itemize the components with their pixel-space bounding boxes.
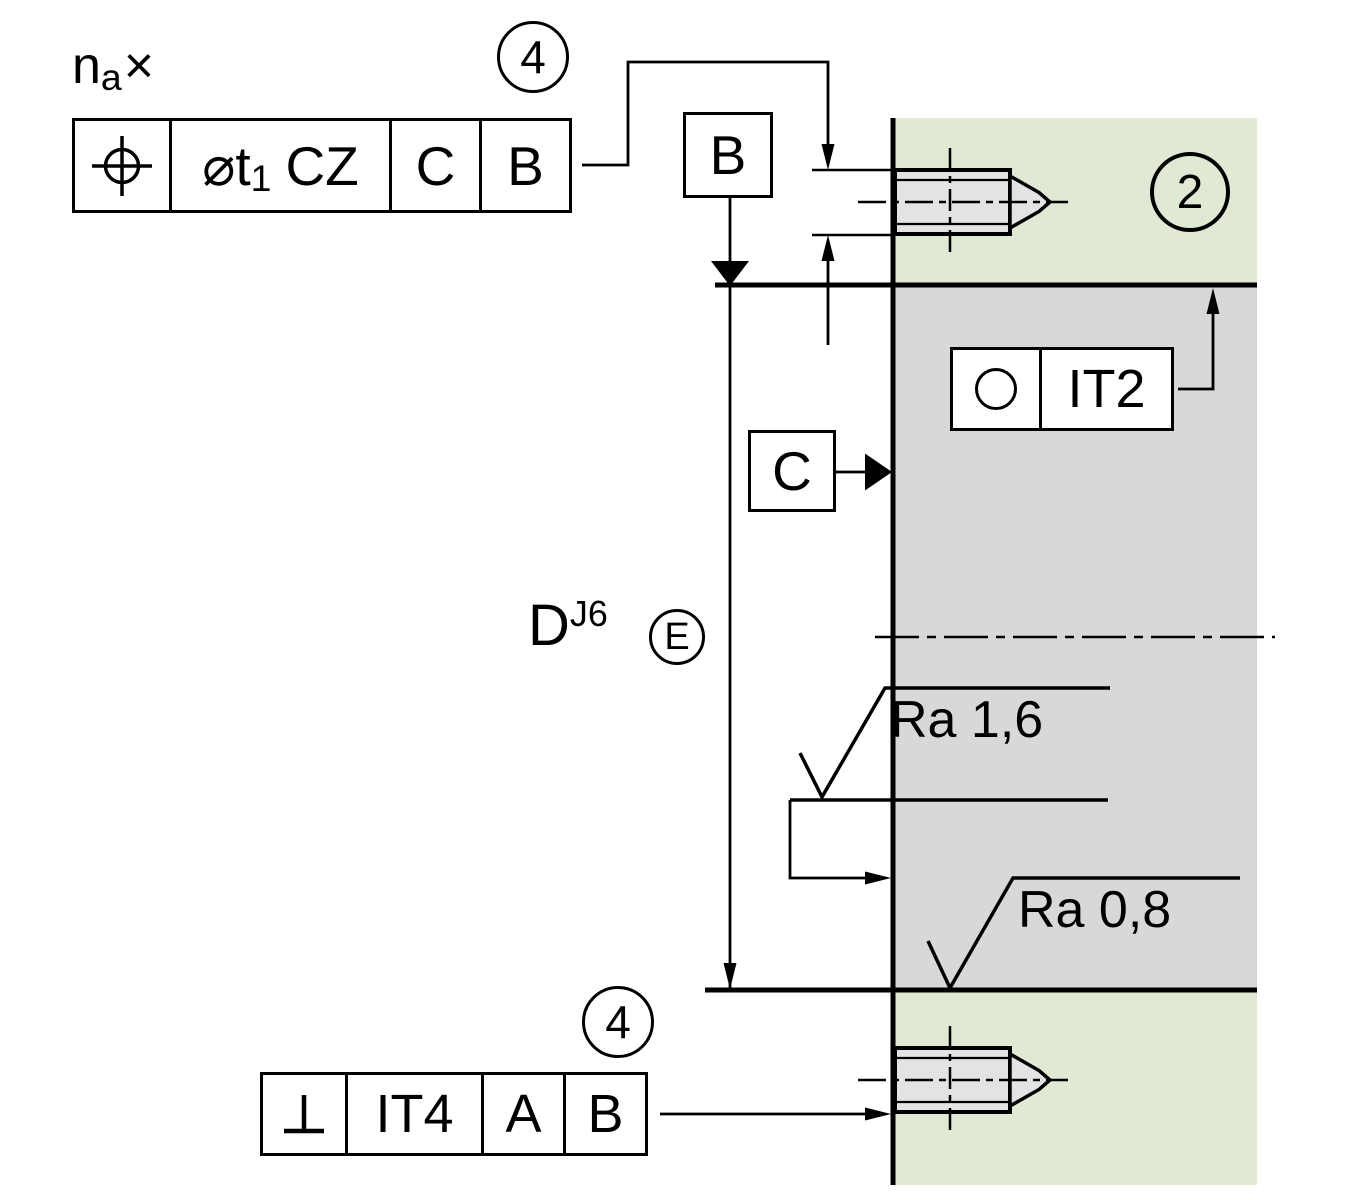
tolerance-subscript: 1: [250, 157, 272, 200]
count-base: n: [72, 37, 101, 95]
circularity-leader: [1178, 314, 1215, 391]
roughness-value-face: Ra 0,8: [1018, 881, 1172, 939]
true-position-icon: [92, 135, 152, 196]
balloon-top: 4: [497, 21, 569, 93]
balloon-part-number: 2: [1176, 165, 1204, 219]
position-symbol-cell: [75, 121, 169, 210]
datum-b-triangle: [711, 261, 749, 286]
datum-b-letter: B: [709, 124, 747, 186]
arrow-down: [821, 144, 835, 170]
balloon-bottom: 4: [582, 986, 654, 1058]
datum-reference-cell-1: C: [389, 121, 479, 210]
perp-datum-2: B: [587, 1084, 624, 1144]
dimension-arrow-bottom: [723, 963, 737, 989]
circularity-symbol-cell: [953, 350, 1039, 428]
perp-datum-cell-2: B: [563, 1075, 645, 1153]
balloon-part: 2: [1150, 152, 1230, 232]
roughness-symbol-bore: [788, 686, 1110, 880]
count-subscript: a: [100, 55, 122, 98]
roughness-symbol-face: [926, 876, 1240, 992]
arrow-up: [821, 235, 835, 261]
perpendicularity-symbol-cell: [263, 1075, 345, 1153]
datum-reference-1: C: [415, 134, 456, 197]
tolerance-class: J6: [569, 593, 608, 635]
arrow-up: [1206, 288, 1220, 314]
envelope-modifier-badge: E: [649, 609, 705, 665]
circularity-icon: [975, 368, 1017, 410]
circularity-tolerance: IT2: [1067, 359, 1146, 419]
circularity-tolerance-cell: IT2: [1039, 350, 1171, 428]
datum-reference-cell-2: B: [479, 121, 569, 210]
circularity-feature-control-frame: IT2: [950, 347, 1174, 431]
perpendicularity-tolerance-cell: IT4: [345, 1075, 481, 1153]
bore-dimension-label: DJ6: [528, 594, 608, 658]
perpendicularity-icon: [284, 1095, 324, 1134]
perpendicularity-tolerance: IT4: [375, 1084, 454, 1144]
perp-datum-cell-1: A: [481, 1075, 563, 1153]
screw-tip: [1008, 172, 1053, 232]
dimension-letter: D: [528, 593, 570, 658]
tolerance-value-cell: ⌀t1 CZ: [169, 121, 389, 210]
arrow-right: [865, 1107, 891, 1121]
balloon-bottom-number: 4: [605, 996, 631, 1048]
roughness-value-bore: Ra 1,6: [890, 691, 1044, 749]
position-frame-leader: [582, 60, 830, 167]
balloon-top-number: 4: [520, 31, 546, 83]
datum-reference-2: B: [507, 134, 544, 197]
hole-count-label: na×: [72, 37, 155, 95]
tolerance-prefix: ⌀t: [202, 134, 251, 197]
datum-b-box: B: [683, 112, 773, 198]
perpendicularity-feature-control-frame: IT4 A B: [260, 1072, 648, 1156]
position-feature-control-frame: ⌀t1 CZ C B: [72, 118, 572, 213]
perp-datum-1: A: [505, 1084, 542, 1144]
datum-c-box: C: [748, 430, 836, 512]
multiply-sign: ×: [123, 37, 155, 95]
zone-modifier: CZ: [285, 134, 359, 197]
datum-c-letter: C: [772, 440, 812, 502]
screw-tip: [1008, 1050, 1053, 1110]
arrow-right: [865, 871, 891, 885]
datum-c-triangle: [865, 453, 892, 491]
envelope-letter: E: [664, 615, 690, 658]
